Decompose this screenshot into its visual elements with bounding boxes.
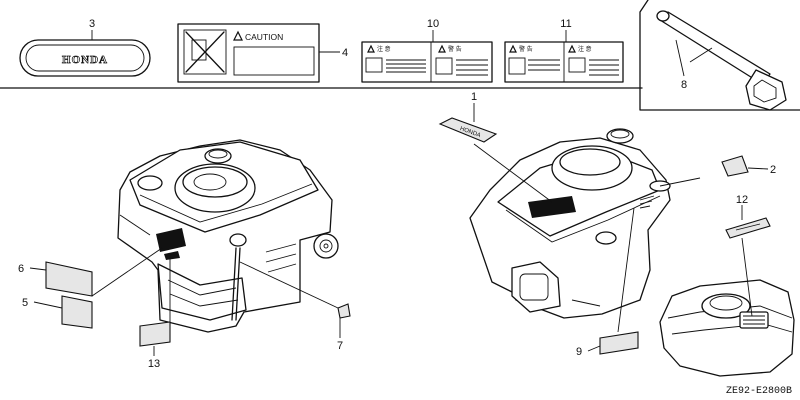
caution-label-part: CAUTION <box>177 23 340 83</box>
callout-5: 5 <box>22 297 28 309</box>
label-part-9 <box>599 331 639 355</box>
label-strip-outline <box>0 0 800 111</box>
label-part-7 <box>337 303 351 319</box>
honda-emblem-text: HONDA <box>62 54 108 66</box>
callout-9: 9 <box>576 346 582 358</box>
diagram-code: ZE92-E2800B <box>726 386 792 397</box>
callout-10: 10 <box>427 18 439 30</box>
callout-12: 12 <box>736 194 748 206</box>
fuel-tank-label-patch <box>743 315 765 325</box>
callout-8: 8 <box>681 79 687 91</box>
svg-text:警 告: 警 告 <box>448 45 462 53</box>
callout-4: 4 <box>342 47 348 59</box>
fuel-tank <box>659 279 795 377</box>
callout-3: 3 <box>89 18 95 30</box>
callout-11: 11 <box>560 18 571 30</box>
callout-1: 1 <box>471 91 477 103</box>
callout-13: 13 <box>148 358 160 370</box>
caution-label-text: CAUTION <box>245 32 283 42</box>
leader-lines <box>29 39 769 356</box>
callout-6: 6 <box>18 263 24 275</box>
svg-text:警 告: 警 告 <box>519 45 533 53</box>
callout-2: 2 <box>770 164 776 176</box>
label-part-2 <box>721 155 749 177</box>
warning-label-part-10: 注 意 警 告 <box>361 30 493 83</box>
right-engine <box>469 128 671 319</box>
left-engine <box>117 139 339 333</box>
svg-text:注 意: 注 意 <box>377 45 391 53</box>
callout-7: 7 <box>337 340 343 352</box>
svg-text:注 意: 注 意 <box>578 45 592 53</box>
warning-label-part-11: 警 告 注 意 <box>504 30 624 83</box>
label-part-1: HONDA <box>438 117 498 143</box>
spark-plug-wrench-part <box>656 10 787 111</box>
honda-emblem-part: HONDA <box>19 30 151 77</box>
label-part-5 <box>61 295 93 329</box>
label-part-12 <box>725 217 771 239</box>
label-part-6 <box>45 261 93 297</box>
label-part-13 <box>139 321 171 347</box>
